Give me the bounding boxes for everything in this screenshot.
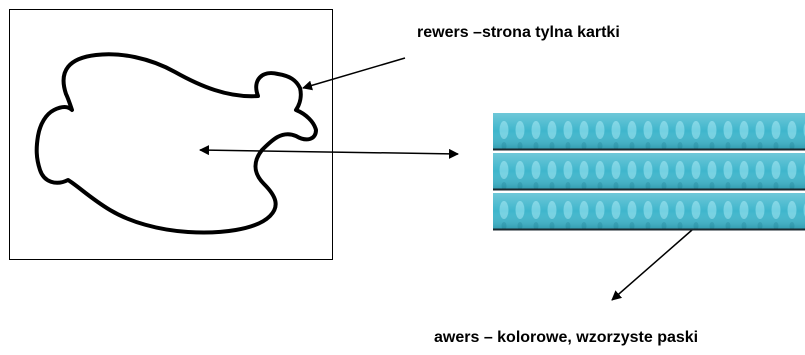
airplane-outline-icon — [34, 52, 318, 235]
stripe-2 — [493, 153, 805, 191]
obverse-label: awers – kolorowe, wzorzyste paski — [434, 329, 698, 346]
double-arrow — [199, 145, 459, 159]
stripes-group — [493, 113, 805, 231]
reverse-label: rewers –strona tylna kartki — [417, 24, 620, 41]
stripe-1 — [493, 113, 805, 151]
reverse-arrow — [302, 57, 406, 91]
stripe-3 — [493, 193, 805, 231]
obverse-arrow — [611, 229, 693, 301]
